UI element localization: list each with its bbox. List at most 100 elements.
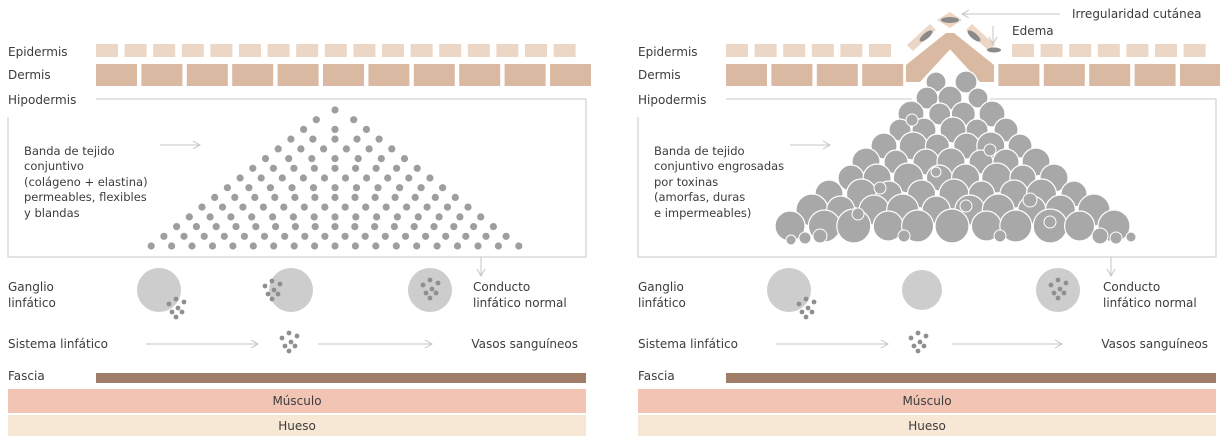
tissue-cell <box>240 232 248 240</box>
tissue-cell <box>451 193 459 201</box>
tissue-cell <box>391 193 399 201</box>
lymph-cluster-4 <box>908 330 929 354</box>
tissue-cell <box>291 193 299 201</box>
lymph-cell <box>1055 277 1061 283</box>
epidermis-tile <box>124 44 147 57</box>
tissue-cell <box>365 145 373 153</box>
tissue-cell-small <box>983 143 997 157</box>
tissue-cell <box>362 203 370 211</box>
tissue-cell-small <box>993 229 1007 243</box>
epidermis-tile <box>840 44 863 57</box>
tissue-cell <box>249 242 257 250</box>
tissue-cell <box>435 213 443 221</box>
dermis-label: Dermis <box>8 68 51 82</box>
lymph-cell <box>1051 290 1057 296</box>
epidermis-tile <box>1012 44 1034 57</box>
tissue-cell <box>289 213 297 221</box>
banda-line-2: conjuntivo <box>24 159 84 173</box>
tissue-cell <box>223 184 231 192</box>
tissue-cell <box>211 193 219 201</box>
tissue-cell <box>351 223 359 231</box>
tissue-cell <box>270 242 278 250</box>
lymph-cell <box>427 277 433 283</box>
tissue-cell <box>377 155 385 163</box>
tissue-cell-small <box>959 199 973 213</box>
tissue-cell <box>259 203 267 211</box>
tissue-cell <box>331 184 339 192</box>
tissue-cell <box>147 242 155 250</box>
tissue-cell <box>272 223 280 231</box>
tissue-cell <box>299 174 307 182</box>
banda-line-3: (colágeno + elastina) <box>24 175 148 189</box>
tissue-cell-small <box>873 181 887 195</box>
tissue-cell <box>208 242 217 250</box>
tissue-cell <box>474 242 482 250</box>
tissue-cell <box>341 203 349 211</box>
epidermis-tile <box>726 44 748 57</box>
epidermis-tile <box>353 44 376 57</box>
tissue-cell <box>220 232 228 240</box>
lymph-cell <box>435 280 441 286</box>
tissue-cell <box>192 223 200 231</box>
lymph-cell <box>1061 290 1067 296</box>
epidermis-tile <box>153 44 176 57</box>
dermis-layer <box>726 64 1220 86</box>
tissue-cell-large <box>1063 210 1096 242</box>
tissue-cell <box>341 232 349 240</box>
tissue-cell <box>515 242 523 250</box>
musculo-label: Músculo <box>272 394 321 408</box>
tissue-cell <box>239 203 247 211</box>
tissue-cell <box>363 174 371 182</box>
edema-mark-1 <box>919 30 933 42</box>
tissue-cell <box>502 232 510 240</box>
tissue-cell <box>390 223 398 231</box>
panel-cellulite: Irregularidad cutánea Edema Epidermis De… <box>637 7 1220 436</box>
tissue-cell <box>371 223 379 231</box>
musculo-band <box>8 389 586 413</box>
hipodermis-frame <box>7 98 587 258</box>
tissue-cell <box>310 213 318 221</box>
tissue-cell <box>300 203 308 211</box>
tissue-cell <box>331 193 339 201</box>
epidermis-label: Epidermis <box>638 45 698 59</box>
tissue-cell-large <box>999 209 1033 243</box>
tissue-cell <box>331 155 339 163</box>
tissue-cell <box>401 232 410 240</box>
ganglio-label: Ganglio linfático <box>638 280 688 310</box>
tissue-cell-small <box>1091 227 1109 245</box>
lymph-cell <box>796 301 802 307</box>
tissue-cell <box>373 213 381 221</box>
tissue-cell-small <box>897 229 911 243</box>
tissue-cell <box>321 232 329 240</box>
tissue-cell <box>260 232 269 240</box>
epidermis-tile <box>1069 44 1092 57</box>
hipodermis-label: Hipodermis <box>638 93 706 107</box>
tissue-cell <box>414 213 422 221</box>
tissue-cell <box>200 232 208 240</box>
lymph-cell <box>917 339 923 345</box>
lymph-cell <box>173 314 179 320</box>
epidermis-tile <box>410 44 433 57</box>
tissue-cell-small <box>1125 231 1137 243</box>
tissue-cell <box>281 232 289 240</box>
tissue-cell <box>231 193 239 201</box>
tissue-cell <box>464 203 472 211</box>
tissue-cell <box>431 193 439 201</box>
lymph-cell <box>921 343 927 349</box>
tissue-cell <box>185 213 193 221</box>
ganglio-label: Ganglio linfático <box>8 280 58 310</box>
tissue-cell <box>384 174 392 182</box>
tissue-cell <box>248 213 256 221</box>
tissue-cell <box>477 213 485 221</box>
epidermis-tile <box>869 44 891 57</box>
tissue-cell <box>331 164 339 172</box>
tissue-cell <box>354 155 362 163</box>
epidermis-tile <box>181 44 204 57</box>
hipodermis-label: Hipodermis <box>8 93 76 107</box>
tissue-cell <box>269 164 277 172</box>
lymph-cell <box>282 343 288 349</box>
tissue-cell <box>351 193 359 201</box>
fascia-label: Fascia <box>638 369 675 383</box>
tissue-cell <box>388 145 396 153</box>
tissue-cell <box>371 193 379 201</box>
